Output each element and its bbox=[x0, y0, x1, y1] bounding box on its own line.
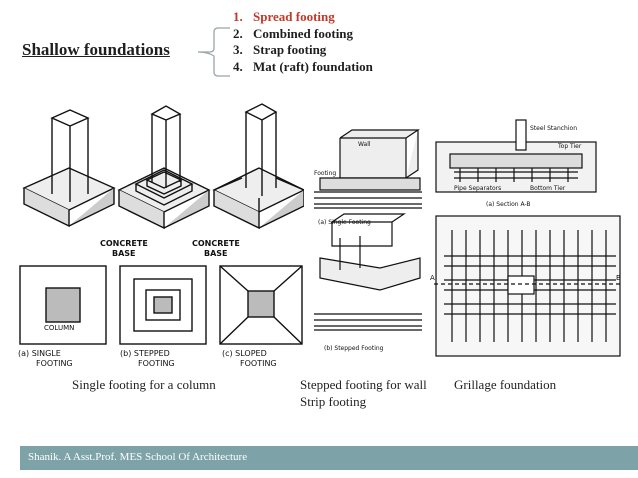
wall-label: Wall bbox=[358, 141, 371, 148]
caption-stepped-footing: Stepped footing for wall bbox=[300, 377, 427, 392]
wall-footings-drawing: Wall Footing (a) Single Footing (b) Step… bbox=[314, 129, 422, 352]
caption-strip-footing: Strip footing bbox=[300, 394, 367, 409]
steel-stanchion-label: Steel Stanchion bbox=[530, 125, 577, 132]
b-mark: B bbox=[616, 274, 621, 282]
column-footings-drawing: CONCRETE BASE CONCRETE BASE COLUMN (a) S… bbox=[18, 103, 304, 368]
section-ab-label: (a) Section A-B bbox=[486, 201, 531, 208]
stepped-footing-wall-label: (b) Stepped Footing bbox=[324, 345, 384, 352]
list-item-mat-foundation: 4.Mat (raft) foundation bbox=[233, 58, 373, 74]
single-footing-label-2: FOOTING bbox=[36, 359, 73, 368]
list-item-strap-footing: 3.Strap footing bbox=[233, 42, 327, 57]
sloped-footing-label: (c) SLOPED bbox=[222, 349, 267, 358]
list-brace bbox=[197, 27, 230, 77]
concrete-base-label-a: CONCRETE bbox=[100, 239, 148, 248]
grillage-drawing: Steel Stanchion Top Tier Pipe Separators… bbox=[430, 119, 621, 357]
list-item-spread-footing: 1.Spread footing bbox=[233, 9, 335, 24]
single-footing-wall-label: (a) Single Footing bbox=[318, 219, 371, 226]
list-item-combined-footing: 2.Combined footing bbox=[233, 25, 354, 41]
caption-grillage: Grillage foundation bbox=[454, 377, 557, 392]
concrete-base-label-b2: BASE bbox=[204, 249, 228, 258]
caption-single-footing: Single footing for a column bbox=[72, 377, 216, 392]
pipe-separators-label: Pipe Separators bbox=[454, 185, 501, 192]
footer-text: Shanik. A Asst.Prof. MES School Of Archi… bbox=[28, 451, 248, 463]
concrete-base-label-a2: BASE bbox=[112, 249, 136, 258]
stepped-footing-label: (b) STEPPED bbox=[120, 349, 170, 358]
column-label: COLUMN bbox=[44, 324, 74, 332]
top-tier-label: Top Tier bbox=[557, 143, 582, 150]
footing-label: Footing bbox=[314, 170, 336, 177]
single-footing-label: (a) SINGLE bbox=[18, 349, 61, 358]
concrete-base-label-b: CONCRETE bbox=[192, 239, 240, 248]
footer-bar: Shanik. A Asst.Prof. MES School Of Archi… bbox=[20, 446, 638, 470]
bottom-tier-label: Bottom Tier bbox=[530, 185, 566, 192]
stepped-footing-label-2: FOOTING bbox=[138, 359, 175, 368]
foundation-type-list: 1.Spread footing 2.Combined footing 3.St… bbox=[233, 9, 373, 75]
slide-title: Shallow foundations bbox=[22, 40, 170, 59]
a-mark: A bbox=[430, 274, 435, 282]
sloped-footing-label-2: FOOTING bbox=[240, 359, 277, 368]
